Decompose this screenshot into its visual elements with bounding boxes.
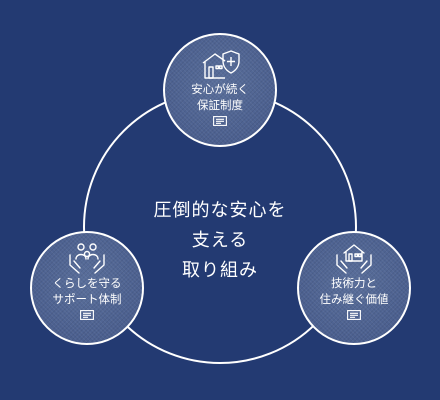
node-technology-label: 技術力と 住み継ぐ価値: [319, 276, 389, 306]
node-support-label: くらしを守る サポート体制: [52, 276, 122, 306]
node-warranty-label: 安心が続く 保証制度: [191, 82, 249, 112]
center-title-line-1: 圧倒的な安心を: [153, 200, 287, 221]
center-title-line-2: 支える: [191, 230, 249, 251]
document-icon: [80, 310, 94, 320]
document-icon: [213, 116, 227, 126]
document-icon: [347, 310, 361, 320]
family-hands-icon: [69, 243, 105, 274]
node-warranty[interactable]: 安心が続く 保証制度: [163, 33, 277, 147]
house-shield-icon: [202, 50, 240, 79]
node-technology[interactable]: 技術力と 住み継ぐ価値: [297, 231, 411, 345]
center-title: 圧倒的な安心を 支える 取り組み: [120, 196, 320, 286]
center-title-line-3: 取り組み: [182, 260, 258, 281]
house-hands-icon: [336, 244, 372, 274]
node-support[interactable]: くらしを守る サポート体制: [30, 231, 144, 345]
